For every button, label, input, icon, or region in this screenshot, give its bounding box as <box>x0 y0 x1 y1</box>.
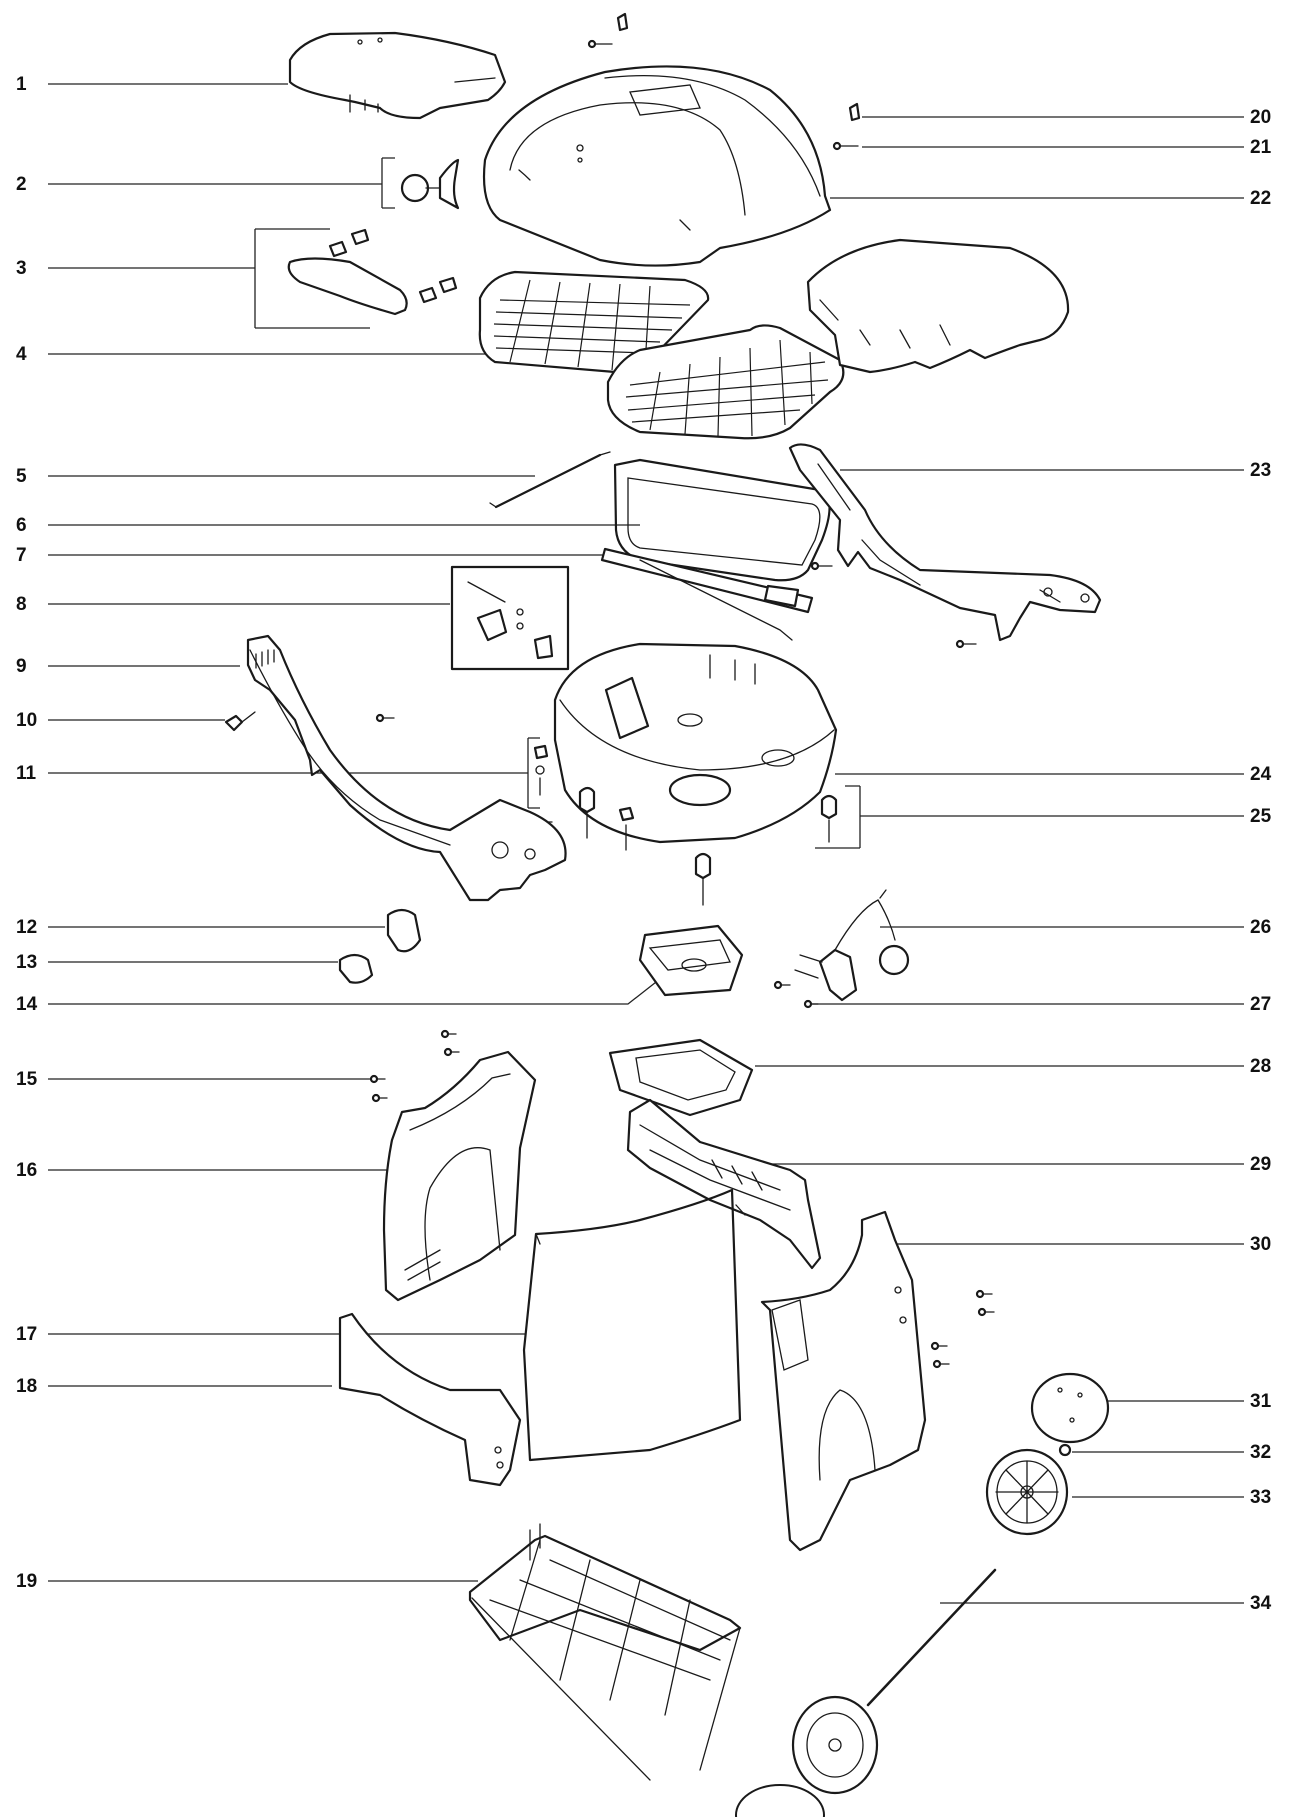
callout-29: 29 <box>1250 1154 1271 1175</box>
callout-6: 6 <box>16 515 27 536</box>
lid-pins-part <box>587 12 861 151</box>
axle-and-wheel-part <box>735 1568 997 1817</box>
wheel-part <box>985 1448 1069 1536</box>
burner-tube-part <box>600 547 814 641</box>
right-frame-part <box>788 443 1102 642</box>
callout-34: 34 <box>1250 1593 1272 1614</box>
catch-pan-part <box>608 1038 754 1117</box>
callout-3: 3 <box>16 258 27 279</box>
control-knobs-part <box>338 908 422 984</box>
callouts-right: 20 21 22 23 24 25 26 27 28 29 30 31 32 3… <box>715 107 1272 1614</box>
wheel-hubcap-part <box>1030 1372 1110 1457</box>
left-side-table-part <box>288 31 507 120</box>
callout-18: 18 <box>16 1376 37 1397</box>
grill-lid-part <box>482 65 832 267</box>
callout-21: 21 <box>1250 137 1272 158</box>
callout-24: 24 <box>1250 764 1272 785</box>
front-crossbar-part <box>338 1312 522 1487</box>
wire-shelf-part <box>468 1523 742 1781</box>
left-leg-part <box>382 1050 537 1302</box>
callout-28: 28 <box>1250 1056 1271 1077</box>
callout-7: 7 <box>16 545 27 566</box>
leader-3 <box>48 228 370 329</box>
callout-22: 22 <box>1250 188 1271 209</box>
back-panel-part <box>522 1188 746 1462</box>
rear-crossbar-part <box>626 1098 822 1270</box>
callout-27: 27 <box>1250 994 1271 1015</box>
igniter-kit-part <box>450 565 570 671</box>
callout-8: 8 <box>16 594 27 615</box>
valve-regulator-part <box>794 889 910 1002</box>
hardware-stack-part <box>533 744 549 796</box>
callout-20: 20 <box>1250 107 1271 128</box>
callout-5: 5 <box>16 466 27 487</box>
callout-13: 13 <box>16 952 37 973</box>
cooking-grates-part <box>478 270 845 440</box>
callout-31: 31 <box>1250 1391 1272 1412</box>
callout-2: 2 <box>16 174 27 195</box>
cookbox-feet-part <box>578 786 838 906</box>
callout-15: 15 <box>16 1069 38 1090</box>
callout-23: 23 <box>1250 460 1271 481</box>
callout-30: 30 <box>1250 1234 1271 1255</box>
callout-9: 9 <box>16 656 27 677</box>
callout-4: 4 <box>16 344 27 365</box>
leader-2 <box>48 157 395 209</box>
drip-tray-part <box>638 924 744 997</box>
leg-screws-part <box>369 1029 460 1103</box>
callout-26: 26 <box>1250 917 1271 938</box>
lid-handle-part <box>287 228 458 316</box>
lid-rod-part <box>489 451 611 509</box>
callout-10: 10 <box>16 710 37 731</box>
control-knob-post-part <box>224 711 256 732</box>
right-leg-part <box>760 1210 927 1552</box>
callout-25: 25 <box>1250 806 1272 827</box>
callout-1: 1 <box>16 74 27 95</box>
callout-16: 16 <box>16 1160 37 1181</box>
leader-25 <box>815 785 1244 849</box>
thermometer-part <box>400 158 460 210</box>
callout-14: 14 <box>16 994 38 1015</box>
valve-screws-part <box>773 980 819 1009</box>
leader-14 <box>48 974 666 1005</box>
leader-11 <box>48 737 540 809</box>
callout-17: 17 <box>16 1324 37 1345</box>
right-leg-screws-part <box>930 1289 995 1369</box>
callouts-left: 1 2 3 4 5 6 7 8 9 10 11 12 13 14 15 16 1… <box>16 74 666 1592</box>
callout-11: 11 <box>16 763 37 784</box>
callout-32: 32 <box>1250 1442 1271 1463</box>
callout-33: 33 <box>1250 1487 1271 1508</box>
cookbox-part <box>553 642 838 844</box>
right-side-table-part <box>806 238 1070 374</box>
callout-19: 19 <box>16 1571 37 1592</box>
left-frame-part <box>246 634 567 902</box>
callout-12: 12 <box>16 917 37 938</box>
